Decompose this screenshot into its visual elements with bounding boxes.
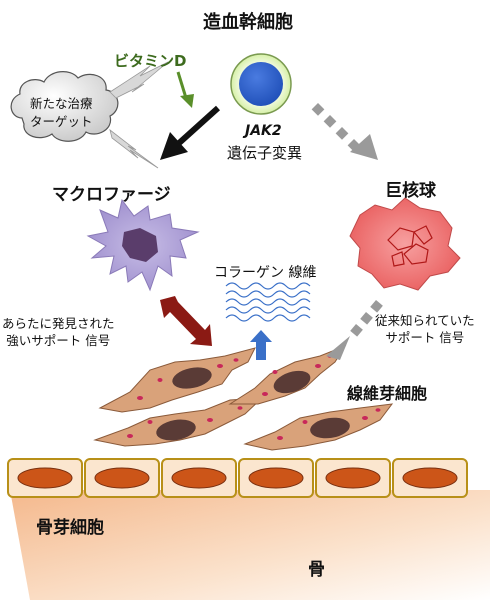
osteoblast-cell-icon [161,458,237,498]
hsc-label: 造血幹細胞 [203,12,293,33]
lightning-bolt-icon [109,128,159,169]
osteoblast-row [7,458,468,498]
bone-region [10,490,490,600]
known-support-signal-label: 従来知られていた サポート 信号 [375,312,475,346]
fibroblast-cell-icon [243,403,394,451]
macrophage-label: マクロファージ [52,185,171,205]
osteoblast-label: 骨芽細胞 [36,518,104,538]
osteoblast-cell-icon [7,458,83,498]
new-target-line1: 新たな治療 [30,96,93,111]
macrophage-cell-icon [86,198,200,292]
fibroblast-cell-icon [98,347,256,413]
known-signal-line1: 従来知られていた [375,313,475,328]
megakaryocyte-cell-icon [349,197,461,291]
hsc-to-megakaryocyte-arrow [311,103,378,160]
megakaryocyte-label: 巨核球 [385,181,436,201]
new-target-label: 新たな治療 ターゲット [30,95,93,131]
thought-cloud-icon [10,71,119,142]
new-support-signal-arrow [160,296,212,346]
mutation-label: 遺伝子変異 [227,144,303,162]
collagen-label: コラーゲン 線維 [214,265,317,281]
osteoblast-cell-icon [392,458,468,498]
fibroblast-label: 線維芽細胞 [347,384,428,403]
osteoblast-cell-icon [84,458,160,498]
new-support-signal-label: あらたに発見された 強いサポート 信号 [2,315,115,349]
hsc-to-macrophage-arrow [160,105,221,160]
new-target-line2: ターゲット [30,114,93,129]
hematopoietic-stem-cell-icon [230,53,292,115]
lightning-bolt-icon [109,61,169,99]
new-signal-line1: あらたに発見された [2,316,115,331]
bone-label: 骨 [308,560,325,580]
known-support-signal-arrow [326,300,383,360]
known-signal-line2: サポート 信号 [385,330,465,345]
fibroblast-cell-icon [93,397,264,447]
collagen-fibers [225,282,311,322]
collagen-up-arrow [250,330,272,360]
vitamin-d-arrow [176,71,194,108]
fibroblast-granules [127,354,381,440]
osteoblast-cell-icon [315,458,391,498]
osteoblast-cell-icon [238,458,314,498]
jak2-label: JAK2 [245,123,282,139]
new-signal-line2: 強いサポート 信号 [6,333,111,348]
vitamin-d-label: ビタミンD [114,52,187,70]
